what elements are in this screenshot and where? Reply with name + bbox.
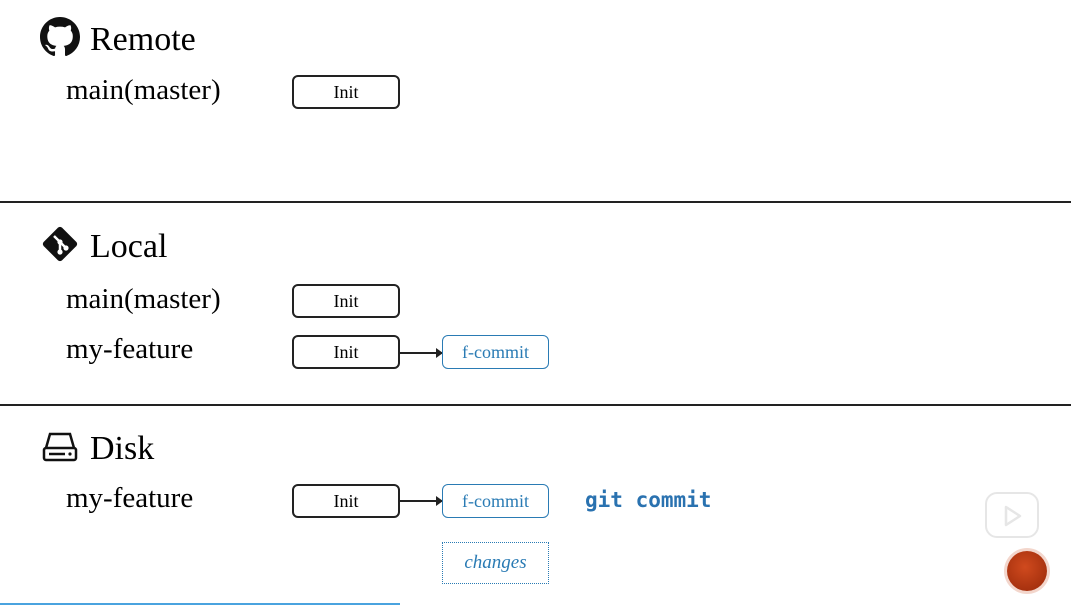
local-feature-f-commit[interactable]: f-commit <box>442 335 549 369</box>
remote-main-init-commit[interactable]: Init <box>292 75 400 109</box>
hard-drive-icon <box>40 426 80 471</box>
record-button-icon[interactable] <box>1007 551 1047 591</box>
commit-arrow <box>400 496 443 506</box>
play-icon <box>1004 505 1022 527</box>
progress-line <box>0 603 400 605</box>
git-commit-command: git commit <box>585 488 712 512</box>
disk-feature-init-commit[interactable]: Init <box>292 484 400 518</box>
local-feature-init-commit[interactable]: Init <box>292 335 400 369</box>
local-title: Local <box>90 227 168 265</box>
local-branch-feature-label: my-feature <box>66 333 194 365</box>
git-icon <box>40 224 80 269</box>
local-main-init-commit[interactable]: Init <box>292 284 400 318</box>
disk-section-header: Disk <box>40 426 154 471</box>
section-divider <box>0 201 1071 203</box>
remote-section-header: Remote <box>40 17 196 62</box>
changes-box: changes <box>442 542 549 584</box>
section-divider <box>0 404 1071 406</box>
commit-arrow <box>400 348 443 358</box>
disk-title: Disk <box>90 429 155 467</box>
local-section-header: Local <box>40 224 167 269</box>
github-icon <box>40 17 80 62</box>
disk-branch-feature-label: my-feature <box>66 482 194 514</box>
remote-branch-main-label: main(master) <box>66 74 221 106</box>
remote-title: Remote <box>90 20 196 58</box>
play-button[interactable] <box>985 492 1039 538</box>
local-branch-main-label: main(master) <box>66 283 221 315</box>
disk-feature-f-commit[interactable]: f-commit <box>442 484 549 518</box>
